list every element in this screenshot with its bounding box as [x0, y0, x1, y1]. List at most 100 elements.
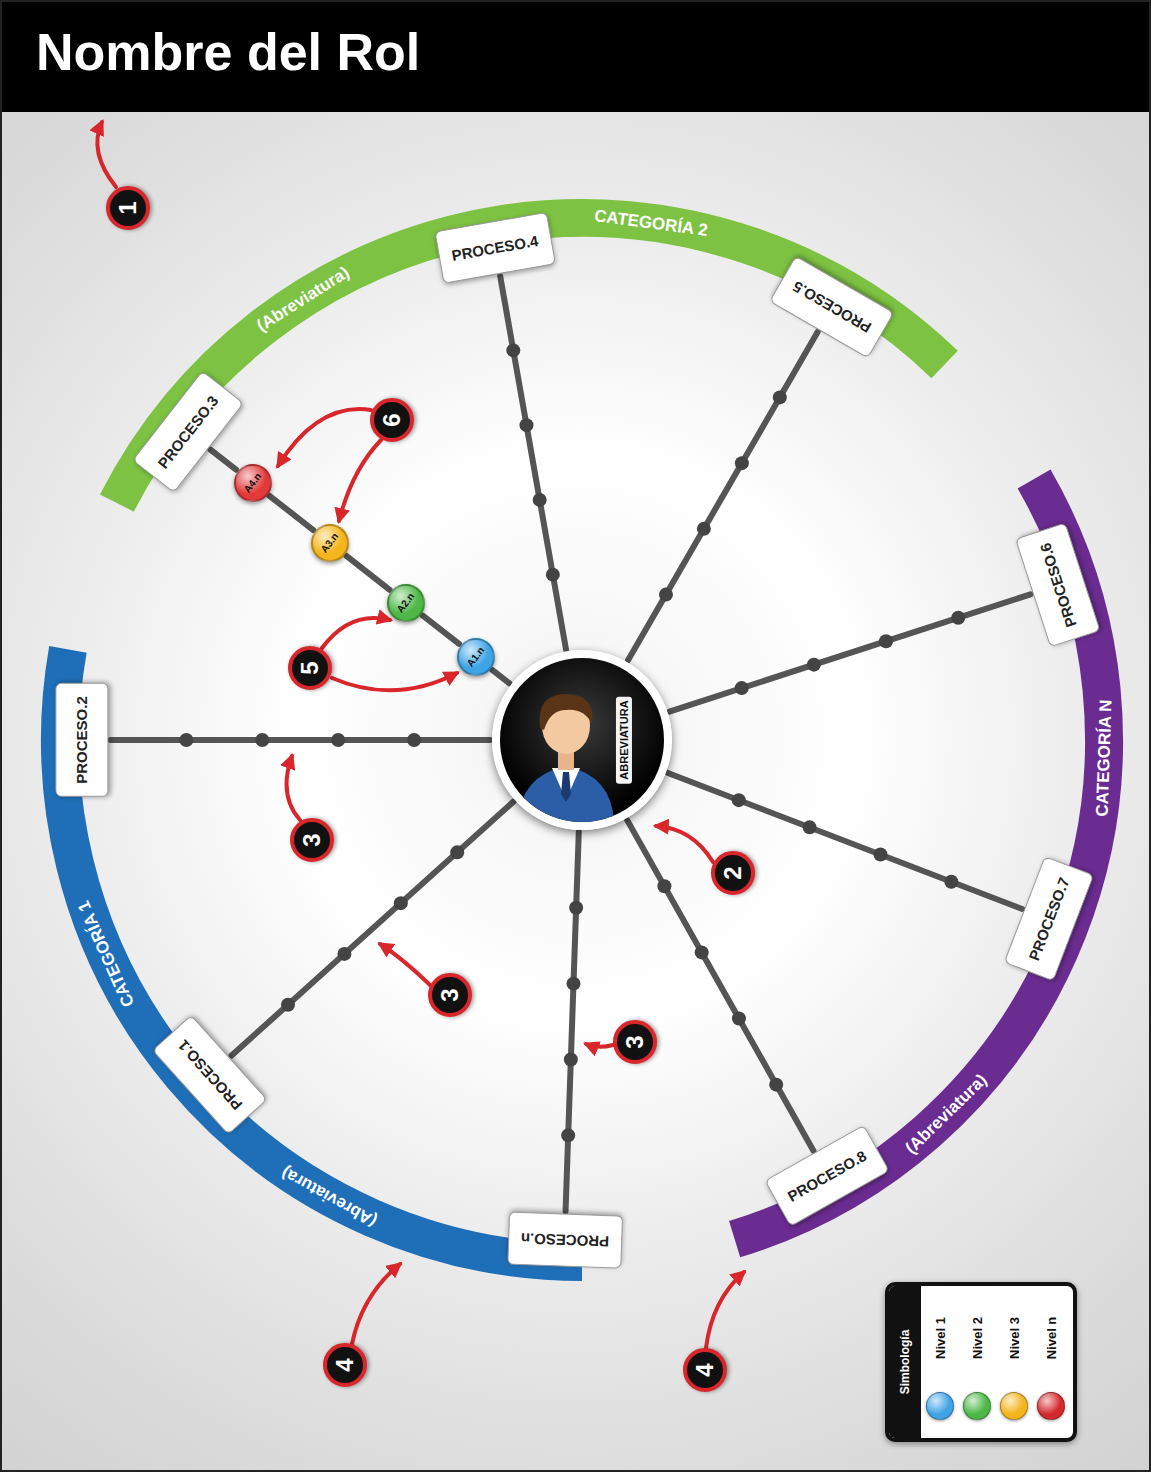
spoke-dot: [179, 733, 193, 747]
leader-arrow: [706, 1272, 744, 1348]
spoke-connector: [346, 556, 389, 590]
spoke-dot: [879, 634, 893, 648]
category-name: CATEGORÍA N: [1093, 699, 1114, 817]
spoke-dot: [803, 820, 817, 834]
role-title: Nombre del Rol: [36, 24, 420, 81]
legend-text: Nivel 3: [1008, 1317, 1021, 1359]
process-name: PROCESO.7: [1025, 875, 1072, 963]
spoke-line: [500, 276, 566, 650]
callout-number: 6: [370, 398, 414, 442]
spoke-line: [566, 832, 579, 1211]
spoke-connector: [423, 616, 459, 644]
spoke-line: [669, 594, 1030, 711]
callout-number: 2: [711, 851, 755, 895]
level-circle: A3.n: [311, 524, 349, 562]
person-body: [518, 766, 614, 822]
process-box: PROCESO.5: [770, 256, 895, 359]
process-box: PROCESO.7: [1004, 857, 1094, 982]
legend-swatch: [926, 1392, 954, 1420]
process-box: PROCESO.2: [55, 683, 108, 797]
spoke-line: [210, 450, 236, 470]
spoke-dot: [944, 875, 958, 889]
category-abbreviation: (Abreviatura): [902, 1071, 990, 1157]
person-icon: [500, 658, 664, 822]
process-name: PROCESO.2: [73, 696, 90, 784]
leader-arrow: [332, 673, 457, 690]
spoke-connector: [668, 773, 1022, 909]
spoke-dot: [281, 998, 295, 1012]
role-avatar: ABREVIATURA: [492, 650, 672, 830]
spoke-dot: [773, 390, 787, 404]
spoke-dot: [331, 733, 345, 747]
person-hair: [540, 694, 593, 730]
spoke-connector: [500, 276, 566, 650]
spoke-connector: [210, 450, 236, 470]
spoke-connector: [669, 594, 1030, 711]
legend-text: Nivel 2: [971, 1317, 984, 1359]
legend-swatch: [1000, 1392, 1028, 1420]
leader-arrow: [586, 1044, 613, 1047]
spoke-line: [668, 773, 1022, 909]
spoke-dot: [337, 947, 351, 961]
callout-number: 5: [288, 646, 332, 690]
spoke-line: [232, 802, 514, 1056]
process-box: PROCESO.3: [132, 371, 244, 493]
spoke-line: [346, 556, 389, 590]
spoke-dot: [732, 1012, 746, 1026]
legend-swatch: [963, 1392, 991, 1420]
process-name: PROCESO.5: [790, 278, 874, 337]
category-abbreviation: (Abreviatura): [254, 263, 353, 334]
spoke-dot: [695, 945, 709, 959]
spoke-dot: [659, 588, 673, 602]
level-circle: A1.n: [457, 638, 495, 676]
spoke-dot: [951, 611, 965, 625]
role-abbreviation: ABREVIATURA: [616, 696, 632, 783]
spoke-dot: [735, 456, 749, 470]
spoke-line: [492, 670, 509, 684]
spoke-dot: [407, 733, 421, 747]
callout-number: 3: [428, 973, 472, 1017]
level-circle: A4.n: [234, 464, 272, 502]
spoke-connector: [492, 670, 509, 684]
leader-arrow: [380, 944, 430, 985]
leader-arrow: [322, 618, 390, 648]
category-name: CATEGORÍA 2: [593, 207, 709, 239]
spoke-dot: [732, 793, 746, 807]
leader-arrow: [278, 409, 371, 466]
legend-text: Nivel n: [1045, 1317, 1058, 1360]
spoke-dot: [506, 343, 520, 357]
process-box: PROCESO.4: [435, 212, 556, 284]
legend-text: Nivel 1: [934, 1317, 947, 1359]
spoke-dot: [394, 896, 408, 910]
process-box: PROCESO.8: [765, 1125, 890, 1227]
process-name: PROCESO.4: [451, 231, 540, 263]
spoke-line: [269, 496, 313, 530]
spoke-dot: [564, 1053, 578, 1067]
spoke-dot: [566, 977, 580, 991]
spoke-dot: [561, 1128, 575, 1142]
spoke-connector: [628, 332, 818, 661]
process-box: PROCESO.n: [506, 1211, 622, 1268]
category-name: CATEGORÍA 1: [75, 898, 137, 1009]
level-circle: A2.n: [387, 584, 425, 622]
callout-number: 4: [323, 1343, 367, 1387]
level-code: A4.n: [242, 471, 263, 494]
spoke-dot: [569, 901, 583, 915]
spoke-line: [423, 616, 459, 644]
category-abbreviation: (Abreviatura): [279, 1163, 380, 1229]
process-name: PROCESO.8: [785, 1147, 870, 1205]
spoke-connector: [627, 820, 813, 1151]
spoke-dot: [735, 681, 749, 695]
process-name: PROCESO.1: [175, 1036, 246, 1113]
spoke-dot: [255, 733, 269, 747]
leader-arrow: [287, 756, 300, 820]
spoke-dot: [807, 658, 821, 672]
legend-heading: Simbología: [899, 1330, 911, 1395]
spoke-dot: [873, 848, 887, 862]
process-box: PROCESO.6: [1015, 523, 1101, 647]
spoke-connector: [269, 496, 313, 530]
level-code: A1.n: [465, 645, 486, 668]
spoke-dot: [546, 568, 560, 582]
spoke-dot: [657, 879, 671, 893]
